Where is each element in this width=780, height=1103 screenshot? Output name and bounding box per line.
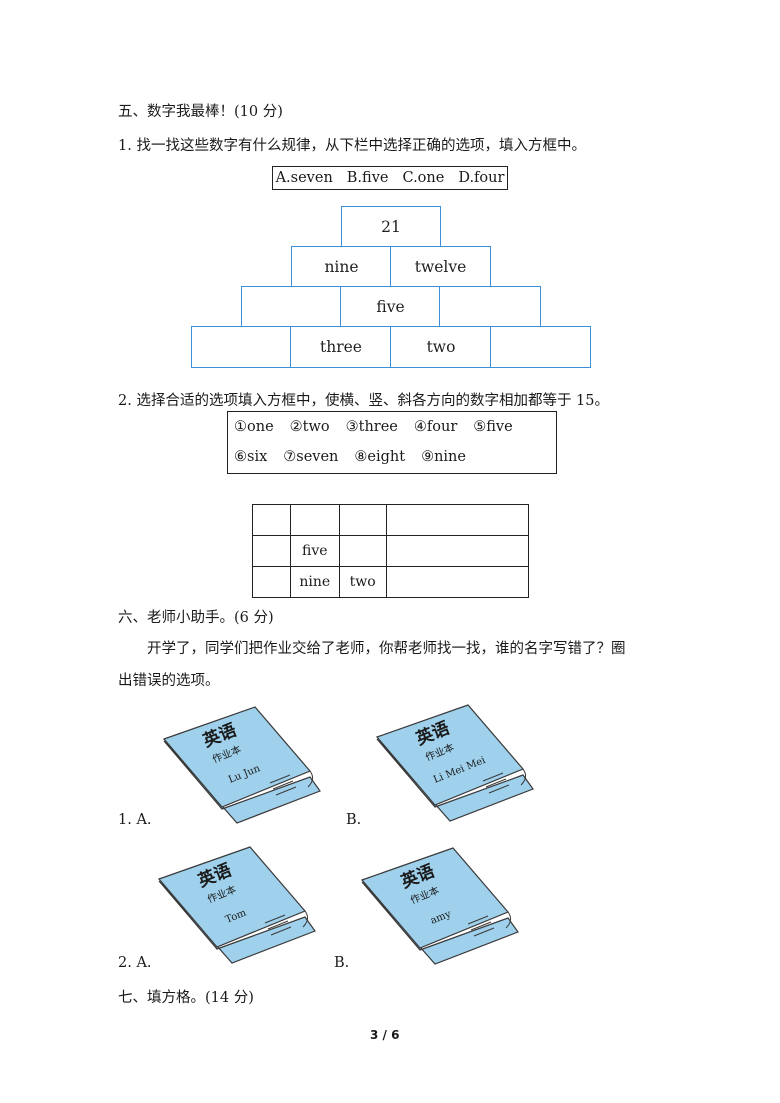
q2-option: ⑦seven [283,449,339,465]
q2-option: ⑥six [234,449,268,465]
pyramid-cell[interactable]: three [290,326,392,368]
pyramid-cell[interactable] [191,326,292,368]
q2-label-b: B. [334,955,350,971]
section5-title: 五、数字我最棒！(10 分) [118,104,283,120]
grid-cell: five [289,535,340,567]
grid-cell: nine [289,566,340,598]
q2-option: ②two [289,419,330,435]
q2-options-box: ①one ②two ③three ④four ⑤five ⑥six ⑦seven… [227,411,557,474]
pyramid-cell[interactable]: twelve [390,246,491,287]
grid-row [252,504,530,536]
grid-cell[interactable] [385,504,530,536]
q2-instruction: 2. 选择合适的选项填入方框中，使横、竖、斜各方向的数字相加都等于 15。 [118,393,610,409]
q2-option: ③three [345,419,398,435]
homework-book-icon[interactable]: 英语 作业本 amy [358,846,528,968]
q2-options-row: ⑥six ⑦seven ⑧eight ⑨nine [228,442,556,472]
grid-cell[interactable] [252,566,291,598]
section6-intro-line1: 开学了，同学们把作业交给了老师，你帮老师找一找，谁的名字写错了？圈 [147,641,626,657]
pyramid-cell[interactable]: 21 [341,206,441,247]
pyramid-cell[interactable] [241,286,342,327]
grid-cell[interactable] [338,535,387,567]
section7-title: 七、填方格。(14 分) [118,990,254,1006]
section6-title: 六、老师小助手。(6 分) [118,610,274,626]
q1-option-d: D.four [458,170,505,186]
pyramid-cell[interactable]: nine [291,246,392,287]
grid-cell[interactable] [252,535,291,567]
q2-option: ①one [234,419,274,435]
pyramid-cell[interactable]: five [340,286,441,327]
homework-book-icon[interactable]: 英语 作业本 Lu Jun [160,705,330,827]
q2-option: ④four [413,419,458,435]
q1-label-a: 1. A. [118,812,152,828]
q1-option-c: C.one [402,170,445,186]
homework-book-icon[interactable]: 英语 作业本 Li Mei Mei [373,703,543,825]
grid-row: five [252,535,530,567]
q2-options-row: ①one ②two ③three ④four ⑤five [228,412,556,442]
grid-cell: two [338,566,387,598]
pyramid-cell[interactable] [439,286,541,327]
homework-book-icon[interactable]: 英语 作业本 Tom [155,845,325,967]
q1-instruction: 1. 找一找这些数字有什么规律，从下栏中选择正确的选项，填入方框中。 [118,138,586,154]
q1-option-b: B.five [346,170,389,186]
q2-option: ⑨nine [421,449,466,465]
magic-square-grid: five nine two [252,504,530,598]
grid-cell[interactable] [385,535,530,567]
q1-options-box: A.seven B.five C.one D.four [272,166,508,190]
section6-intro-line2: 出错误的选项。 [118,673,220,689]
page-number: 3 / 6 [370,1028,400,1042]
q2-option: ⑤five [473,419,513,435]
pyramid-cell[interactable] [490,326,591,368]
grid-cell[interactable] [289,504,340,536]
grid-row: nine two [252,566,530,598]
grid-cell[interactable] [338,504,387,536]
q1-option-a: A.seven [275,170,333,186]
grid-cell[interactable] [385,566,530,598]
grid-cell[interactable] [252,504,291,536]
pyramid-cell[interactable]: two [390,326,492,368]
q2-option: ⑧eight [354,449,406,465]
q1-label-b: B. [346,812,362,828]
q2-label-a: 2. A. [118,955,152,971]
